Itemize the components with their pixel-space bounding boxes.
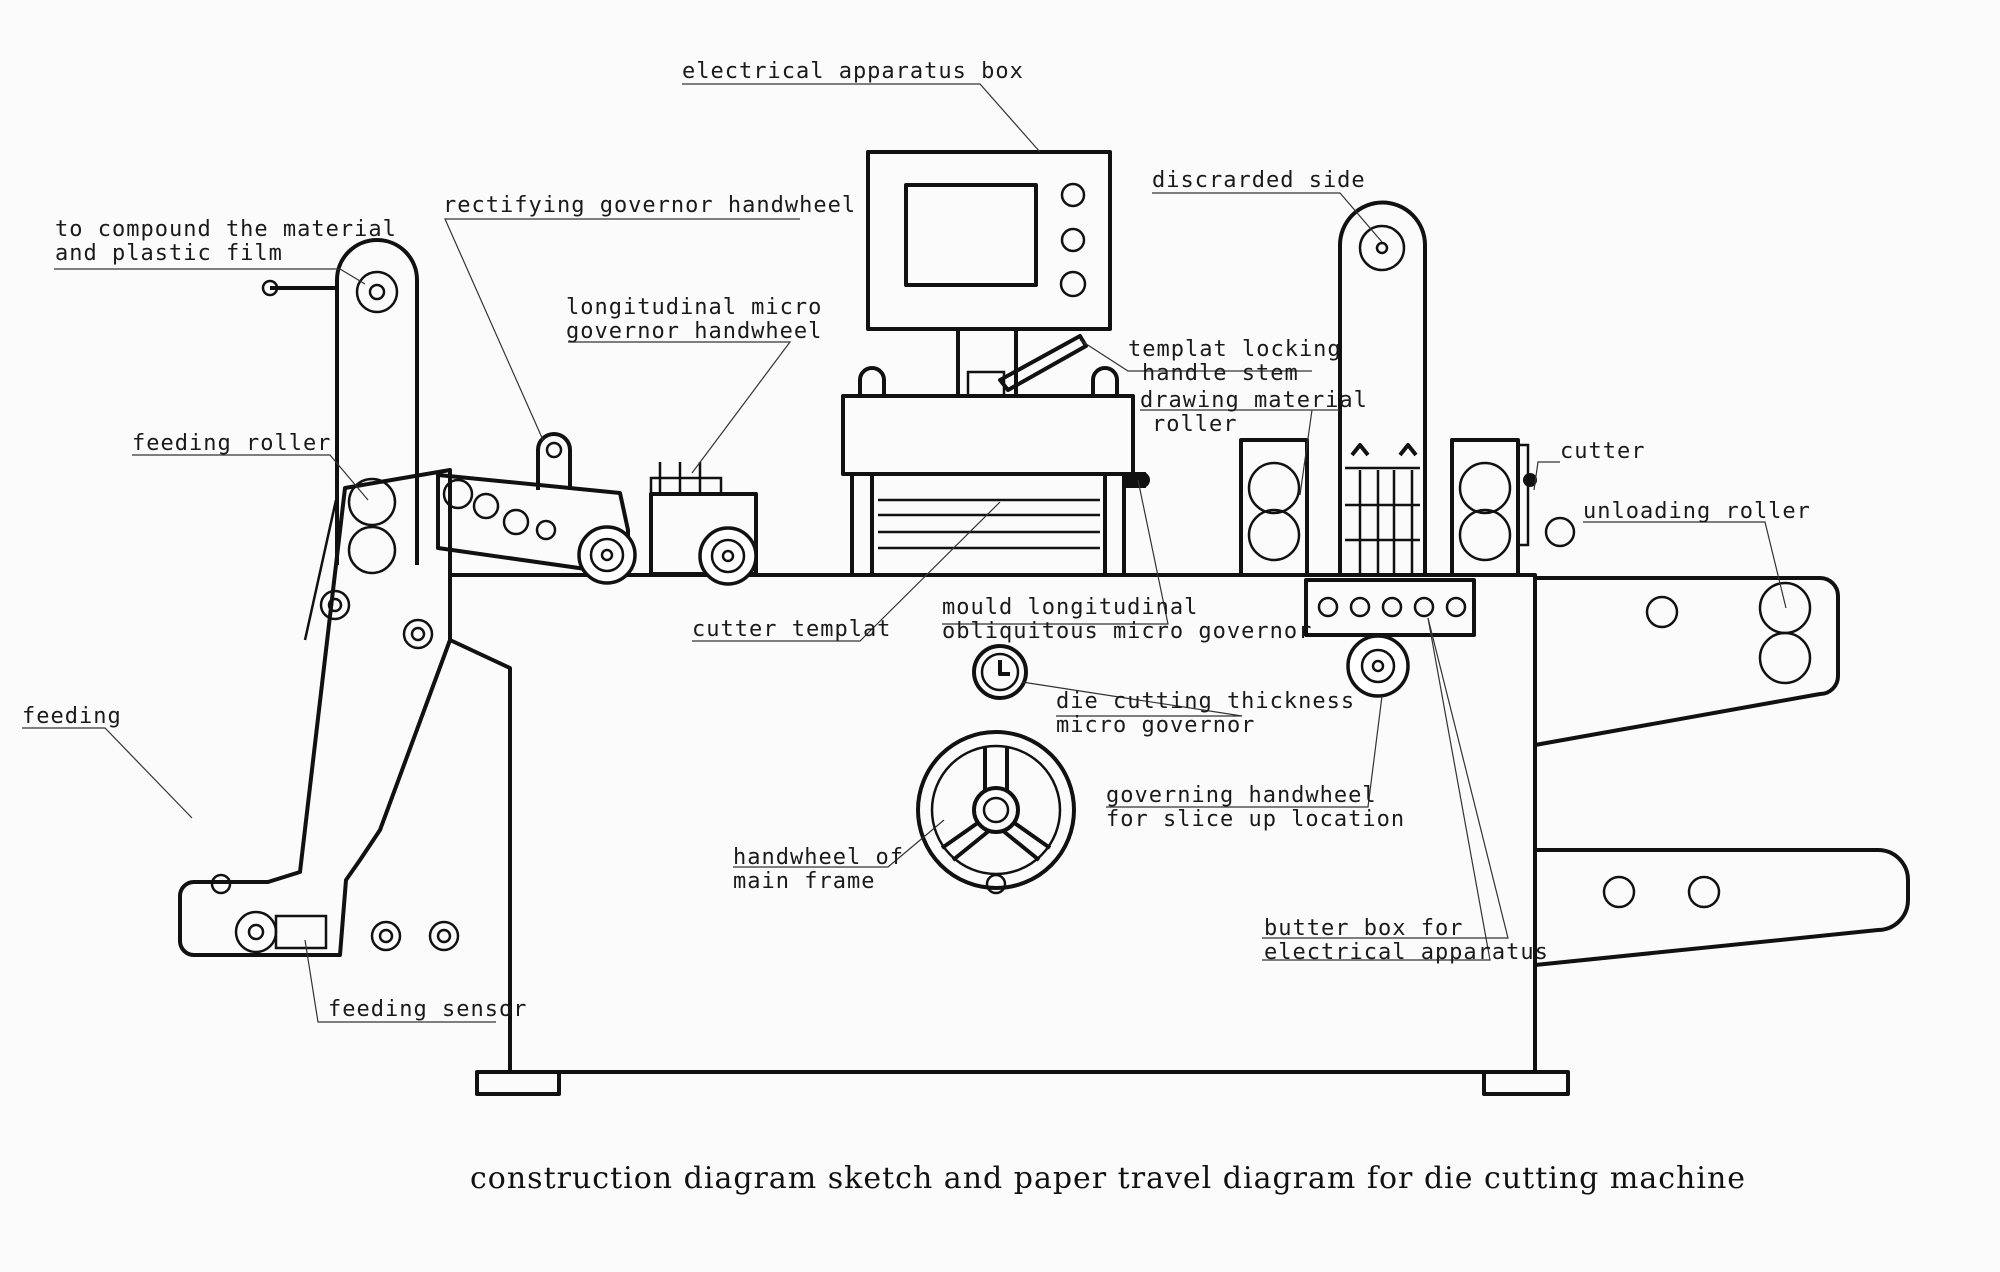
label-longitudinal-line2: governor handwheel [566,319,822,344]
label-drawing-line2: roller [1152,412,1237,437]
press-unit [841,328,1150,575]
label-compound-line1: to compound the material [55,217,397,242]
rectifying-section [436,432,637,585]
label-templat-line2: handle stem [1142,361,1299,386]
longitudinal-governor [649,462,758,586]
front-governors [916,644,1076,895]
label-cutter: cutter [1560,439,1645,464]
feeding-frame [178,238,460,957]
label-mould-line1: mould longitudinal [942,595,1198,620]
label-drawing-line1: drawing material [1140,388,1368,413]
label-discarded-side: discrarded side [1152,168,1366,193]
label-feeding: feeding [22,704,122,729]
unloading-arm [1534,576,1910,967]
label-cutter-templat: cutter templat [692,617,891,642]
label-die-line2: micro governor [1056,713,1255,738]
drawing-cutter-section [1239,200,1576,698]
label-governing-line1: governing handwheel [1106,783,1377,808]
label-longitudinal-line1: longitudinal micro [566,295,822,320]
label-die-line1: die cutting thickness [1056,689,1355,714]
diagram-caption: construction diagram sketch and paper tr… [470,1161,1746,1196]
label-rectifying-governor: rectifying governor handwheel [443,193,856,218]
label-handwheel-line2: main frame [733,869,875,894]
label-mould-line2: obliquitous micro governor [942,619,1312,644]
label-feeding-roller: feeding roller [132,431,331,456]
electrical-box [866,150,1112,331]
label-feeding-sensor: feeding sensor [328,997,527,1022]
label-electrical-apparatus-box: electrical apparatus box [682,59,1024,84]
label-butter-line2: electrical apparatus [1264,940,1549,965]
label-handwheel-line1: handwheel of [733,845,904,870]
label-governing-line2: for slice up location [1106,807,1405,832]
label-compound-line2: and plastic film [55,241,283,266]
labels: electrical apparatus box discrarded side… [22,59,1811,1022]
label-butter-line1: butter box for [1264,916,1463,941]
leader-lines [22,83,1787,1023]
label-templat-line1: templat locking [1128,337,1342,362]
label-unloading-roller: unloading roller [1583,499,1811,524]
